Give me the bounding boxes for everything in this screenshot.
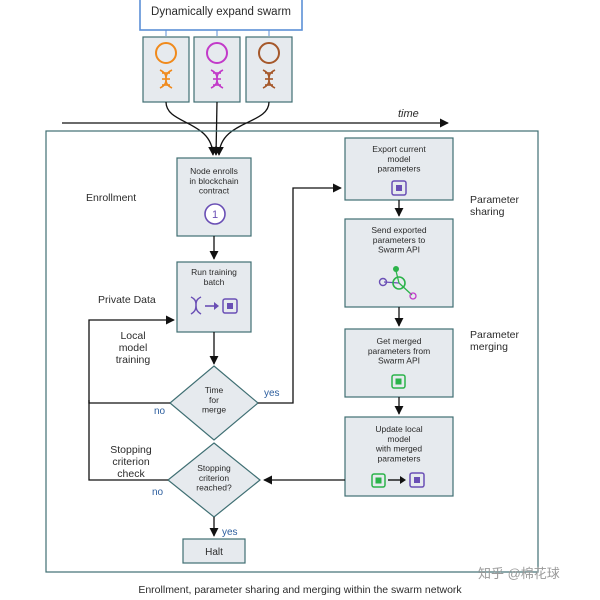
new-node-orange [142,36,190,103]
text-line: model [119,342,148,354]
text-line: for [209,395,219,405]
text-line: Swarm API [378,245,420,255]
text-line: Local [120,330,145,342]
private-data-label: Private Data [98,294,156,306]
watermark-text: 知乎 @棉花球 [478,566,560,581]
halt-box: Halt [182,538,246,564]
text-line: merging [470,341,508,353]
text-line: Update local [375,424,422,434]
text-line: parameters to [373,235,426,245]
chip-icon [391,374,406,389]
text-line: reached? [196,483,232,493]
text-line: training [116,354,151,366]
text-line: check [117,468,145,480]
arrow-head-icon [214,302,219,310]
new-node-magenta [193,36,241,103]
text-line: Export current [372,144,426,154]
text-line: contract [199,186,230,196]
halt-text: Halt [205,547,223,558]
text-line: Run training [191,267,237,277]
swarm-network-frame [45,130,539,573]
text-line: Parameter [470,194,520,206]
text-line: criterion [199,473,230,483]
enrollment-label: Enrollment [86,192,136,204]
chip-icon [371,473,386,488]
dna-icon [262,69,276,89]
chip-icon [391,180,407,196]
stop-yes-label: yes [222,527,238,538]
text-line: batch [204,277,225,287]
merge-yes-label: yes [264,388,280,399]
text-line: Parameter [470,329,520,341]
arrow-merge-yes [258,183,342,404]
arrow-merge-no [88,315,175,404]
text-line: Stopping [110,444,152,456]
expand-swarm-label: Dynamically expand swarm [151,6,291,18]
join-arrow-magenta [211,101,221,156]
dna-icon [190,296,202,315]
chip-icon [222,298,238,314]
step-one-badge [204,203,226,225]
text-line: Send exported [371,225,427,235]
arrow-head-icon [400,476,406,484]
text-line: merge [202,405,226,415]
expand-swarm-banner [139,0,303,31]
arrow-stop-no [88,400,168,481]
text-line: Get merged [377,336,422,346]
text-line: parameters [378,453,421,463]
text-line: Time [205,385,224,395]
dna-icon [159,69,173,89]
step-one-number: 1 [212,209,218,221]
time-label: time [398,108,419,120]
text-line: in blockchain [189,176,238,186]
text-line: Swarm API [378,356,420,366]
text-line: model [387,434,410,444]
text-line: Node enrolls [190,166,238,176]
node-ring-icon [206,42,228,64]
text-line: with merged [375,444,423,454]
chip-icon [409,472,425,488]
dna-icon [210,69,224,89]
text-line: model [387,154,410,164]
figure-caption: Enrollment, parameter sharing and mergin… [138,584,462,596]
network-share-icon [378,266,417,300]
merge-no-label: no [154,406,166,417]
text-line: parameters [378,164,421,174]
text-line: parameters from [368,346,430,356]
stop-no-label: no [152,487,164,498]
join-arrow-orange [165,101,218,156]
new-node-brown [245,36,293,103]
node-ring-icon [155,42,177,64]
text-line: criterion [112,456,150,468]
text-line: Stopping [197,463,231,473]
node-ring-icon [258,42,280,64]
join-arrow-brown [214,101,270,156]
text-line: sharing [470,206,505,218]
